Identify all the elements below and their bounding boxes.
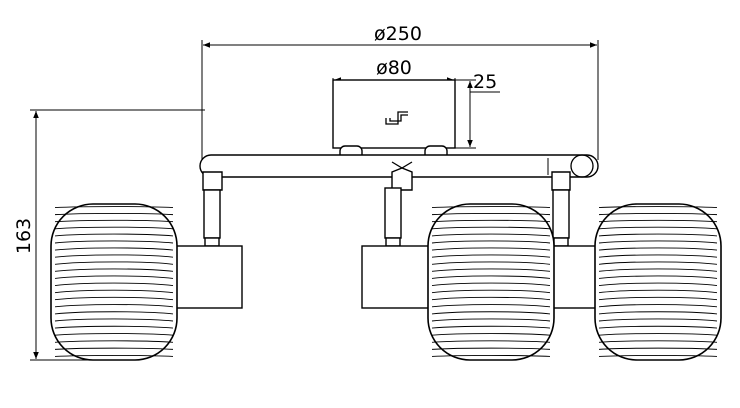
dimension-overall-width: ø250 [201, 23, 599, 165]
ceiling-base [332, 79, 456, 161]
shade-right [594, 203, 722, 361]
base-width-label: ø80 [376, 57, 412, 79]
shade-left [50, 203, 178, 361]
ribbed-shades [50, 203, 722, 361]
base-height-label: 25 [473, 71, 497, 93]
overall-height-label: 163 [13, 218, 35, 254]
dimension-base-height: 25 [455, 71, 500, 149]
shade-middle [427, 203, 555, 361]
dimension-base-width: ø80 [332, 57, 456, 83]
spotlight-stems [202, 167, 571, 247]
overall-width-label: ø250 [374, 23, 422, 45]
